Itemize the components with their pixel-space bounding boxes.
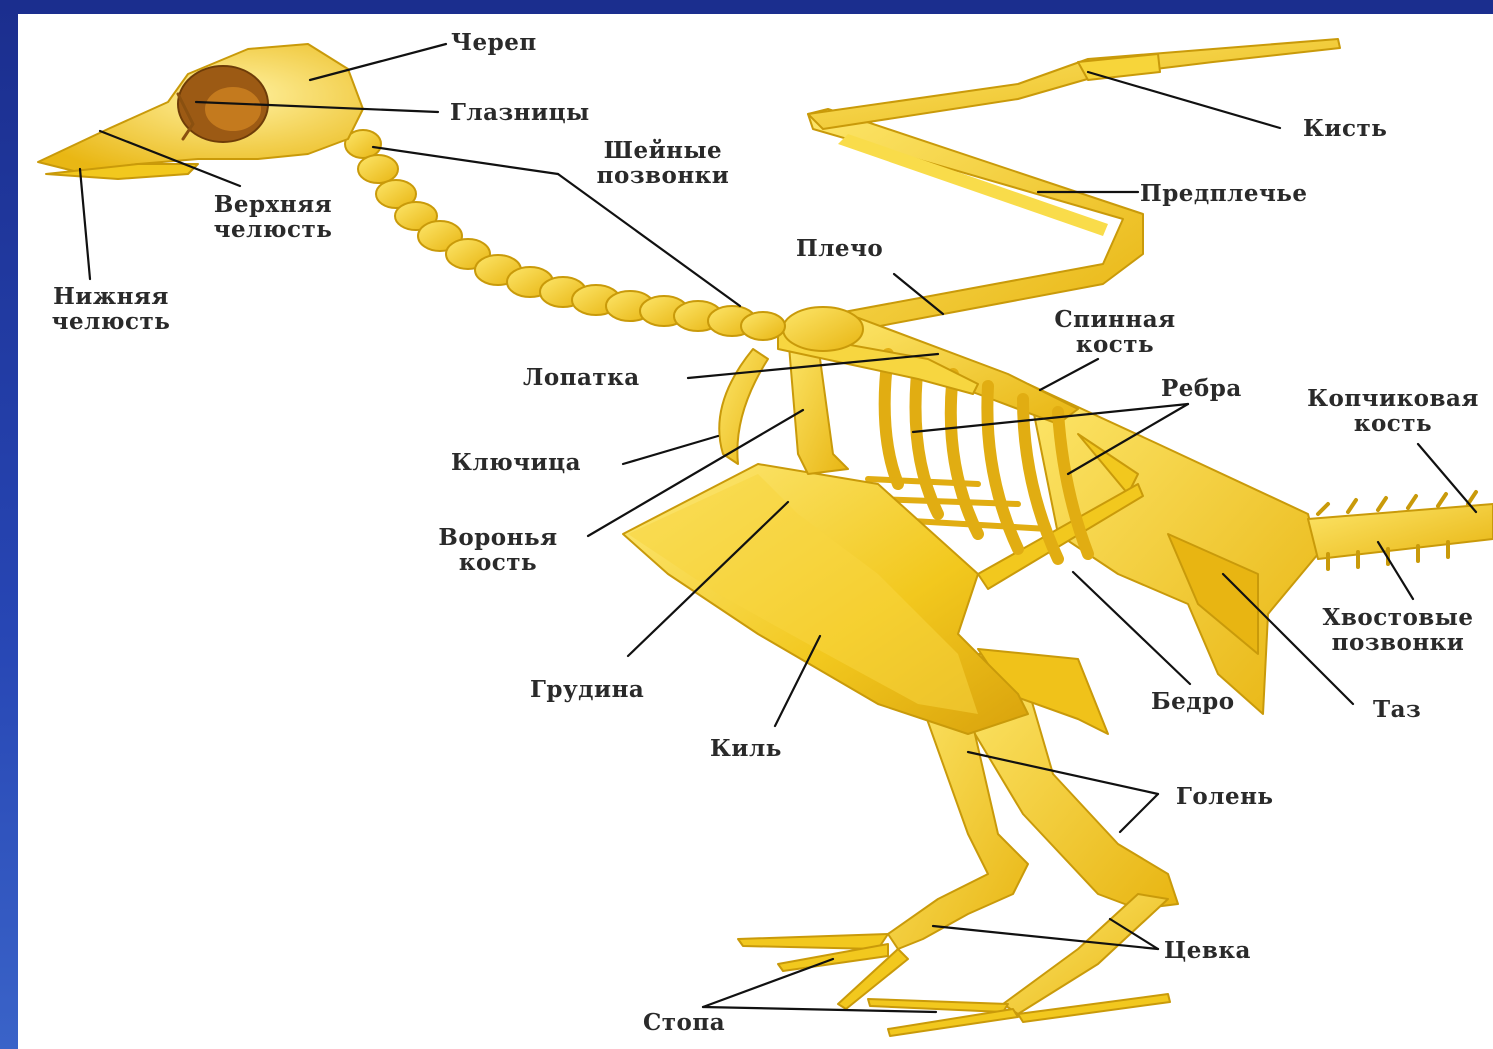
label-tail-vertebrae-line2: позвонки xyxy=(1303,630,1493,655)
skull-shape xyxy=(38,44,363,179)
label-lower-jaw-line1: Нижняя xyxy=(36,284,186,309)
label-coccyx-line1: Копчиковая xyxy=(1293,386,1493,411)
label-shin: Голень xyxy=(1176,784,1274,809)
label-back-bone: Спинная кость xyxy=(1040,307,1190,357)
label-coracoid-line1: Воронья xyxy=(418,525,578,550)
label-neck-vertebrae-line1: Шейные xyxy=(583,138,743,163)
label-clavicle: Ключица xyxy=(451,450,581,475)
diagram-panel: Череп Глазницы Кисть Шейные позвонки Пре… xyxy=(18,14,1493,1049)
label-upper-jaw-line1: Верхняя xyxy=(198,192,348,217)
label-lower-jaw: Нижняя челюсть xyxy=(36,284,186,334)
label-hand: Кисть xyxy=(1303,116,1387,141)
label-coccyx: Копчиковая кость xyxy=(1293,386,1493,436)
label-back-bone-line2: кость xyxy=(1040,332,1190,357)
label-upper-jaw: Верхняя челюсть xyxy=(198,192,348,242)
label-sternum: Грудина xyxy=(530,677,644,702)
label-neck-vertebrae-line2: позвонки xyxy=(583,163,743,188)
label-scapula: Лопатка xyxy=(523,365,640,390)
label-coracoid: Воронья кость xyxy=(418,525,578,575)
label-tarsus: Цевка xyxy=(1164,938,1251,963)
label-ribs: Ребра xyxy=(1161,376,1242,401)
bird-skeleton-illustration xyxy=(18,14,1493,1049)
label-shoulder: Плечо xyxy=(796,236,883,261)
label-pelvis: Таз xyxy=(1373,697,1421,722)
label-skull: Череп xyxy=(451,30,537,55)
label-lower-jaw-line2: челюсть xyxy=(36,309,186,334)
label-coracoid-line2: кость xyxy=(418,550,578,575)
label-back-bone-line1: Спинная xyxy=(1040,307,1190,332)
label-femur: Бедро xyxy=(1151,689,1235,714)
label-keel: Киль xyxy=(710,736,782,761)
clavicle-shape xyxy=(719,349,768,464)
label-tail-vertebrae: Хвостовые позвонки xyxy=(1303,605,1493,655)
shoulder-joint-shape xyxy=(783,307,863,351)
label-neck-vertebrae: Шейные позвонки xyxy=(583,138,743,188)
label-coccyx-line2: кость xyxy=(1293,411,1493,436)
label-tail-vertebrae-line1: Хвостовые xyxy=(1303,605,1493,630)
label-foot: Стопа xyxy=(643,1010,725,1035)
label-upper-jaw-line2: челюсть xyxy=(198,217,348,242)
label-forearm: Предплечье xyxy=(1140,181,1308,206)
label-orbits: Глазницы xyxy=(450,100,590,125)
